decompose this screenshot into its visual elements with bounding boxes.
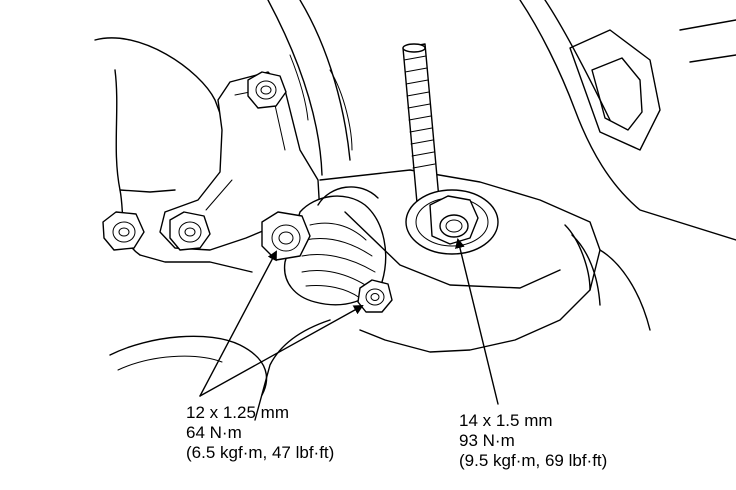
subframe — [109, 169, 651, 421]
bolt-center-left — [169, 211, 211, 251]
through-bolt-stud — [402, 43, 441, 215]
bolt-12mm-upper — [261, 211, 311, 261]
bolt-left — [102, 211, 145, 251]
torque-callout-12mm-bolts: 12 x 1.25 mm 64 N·m (6.5 kgf·m, 47 lbf·f… — [186, 403, 334, 463]
torque-nm-label: 64 N·m — [186, 423, 242, 442]
bolt-size-label: 14 x 1.5 mm — [459, 411, 553, 430]
leader-lines — [199, 238, 499, 405]
torque-alt-label: (9.5 kgf·m, 69 lbf·ft) — [459, 451, 608, 470]
bolt-top — [247, 71, 287, 109]
torque-alt-label: (6.5 kgf·m, 47 lbf·ft) — [186, 443, 335, 462]
torque-callout-14mm-nut: 14 x 1.5 mm 93 N·m (9.5 kgf·m, 69 lbf·ft… — [459, 411, 607, 471]
bolt-size-label: 12 x 1.25 mm — [186, 403, 289, 422]
flange-nut-14mm — [405, 189, 499, 255]
torque-nm-label: 93 N·m — [459, 431, 515, 450]
bolt-12mm-lower — [357, 279, 393, 313]
rubber-mount-body — [283, 186, 387, 306]
engine-block-outline — [94, 0, 736, 273]
